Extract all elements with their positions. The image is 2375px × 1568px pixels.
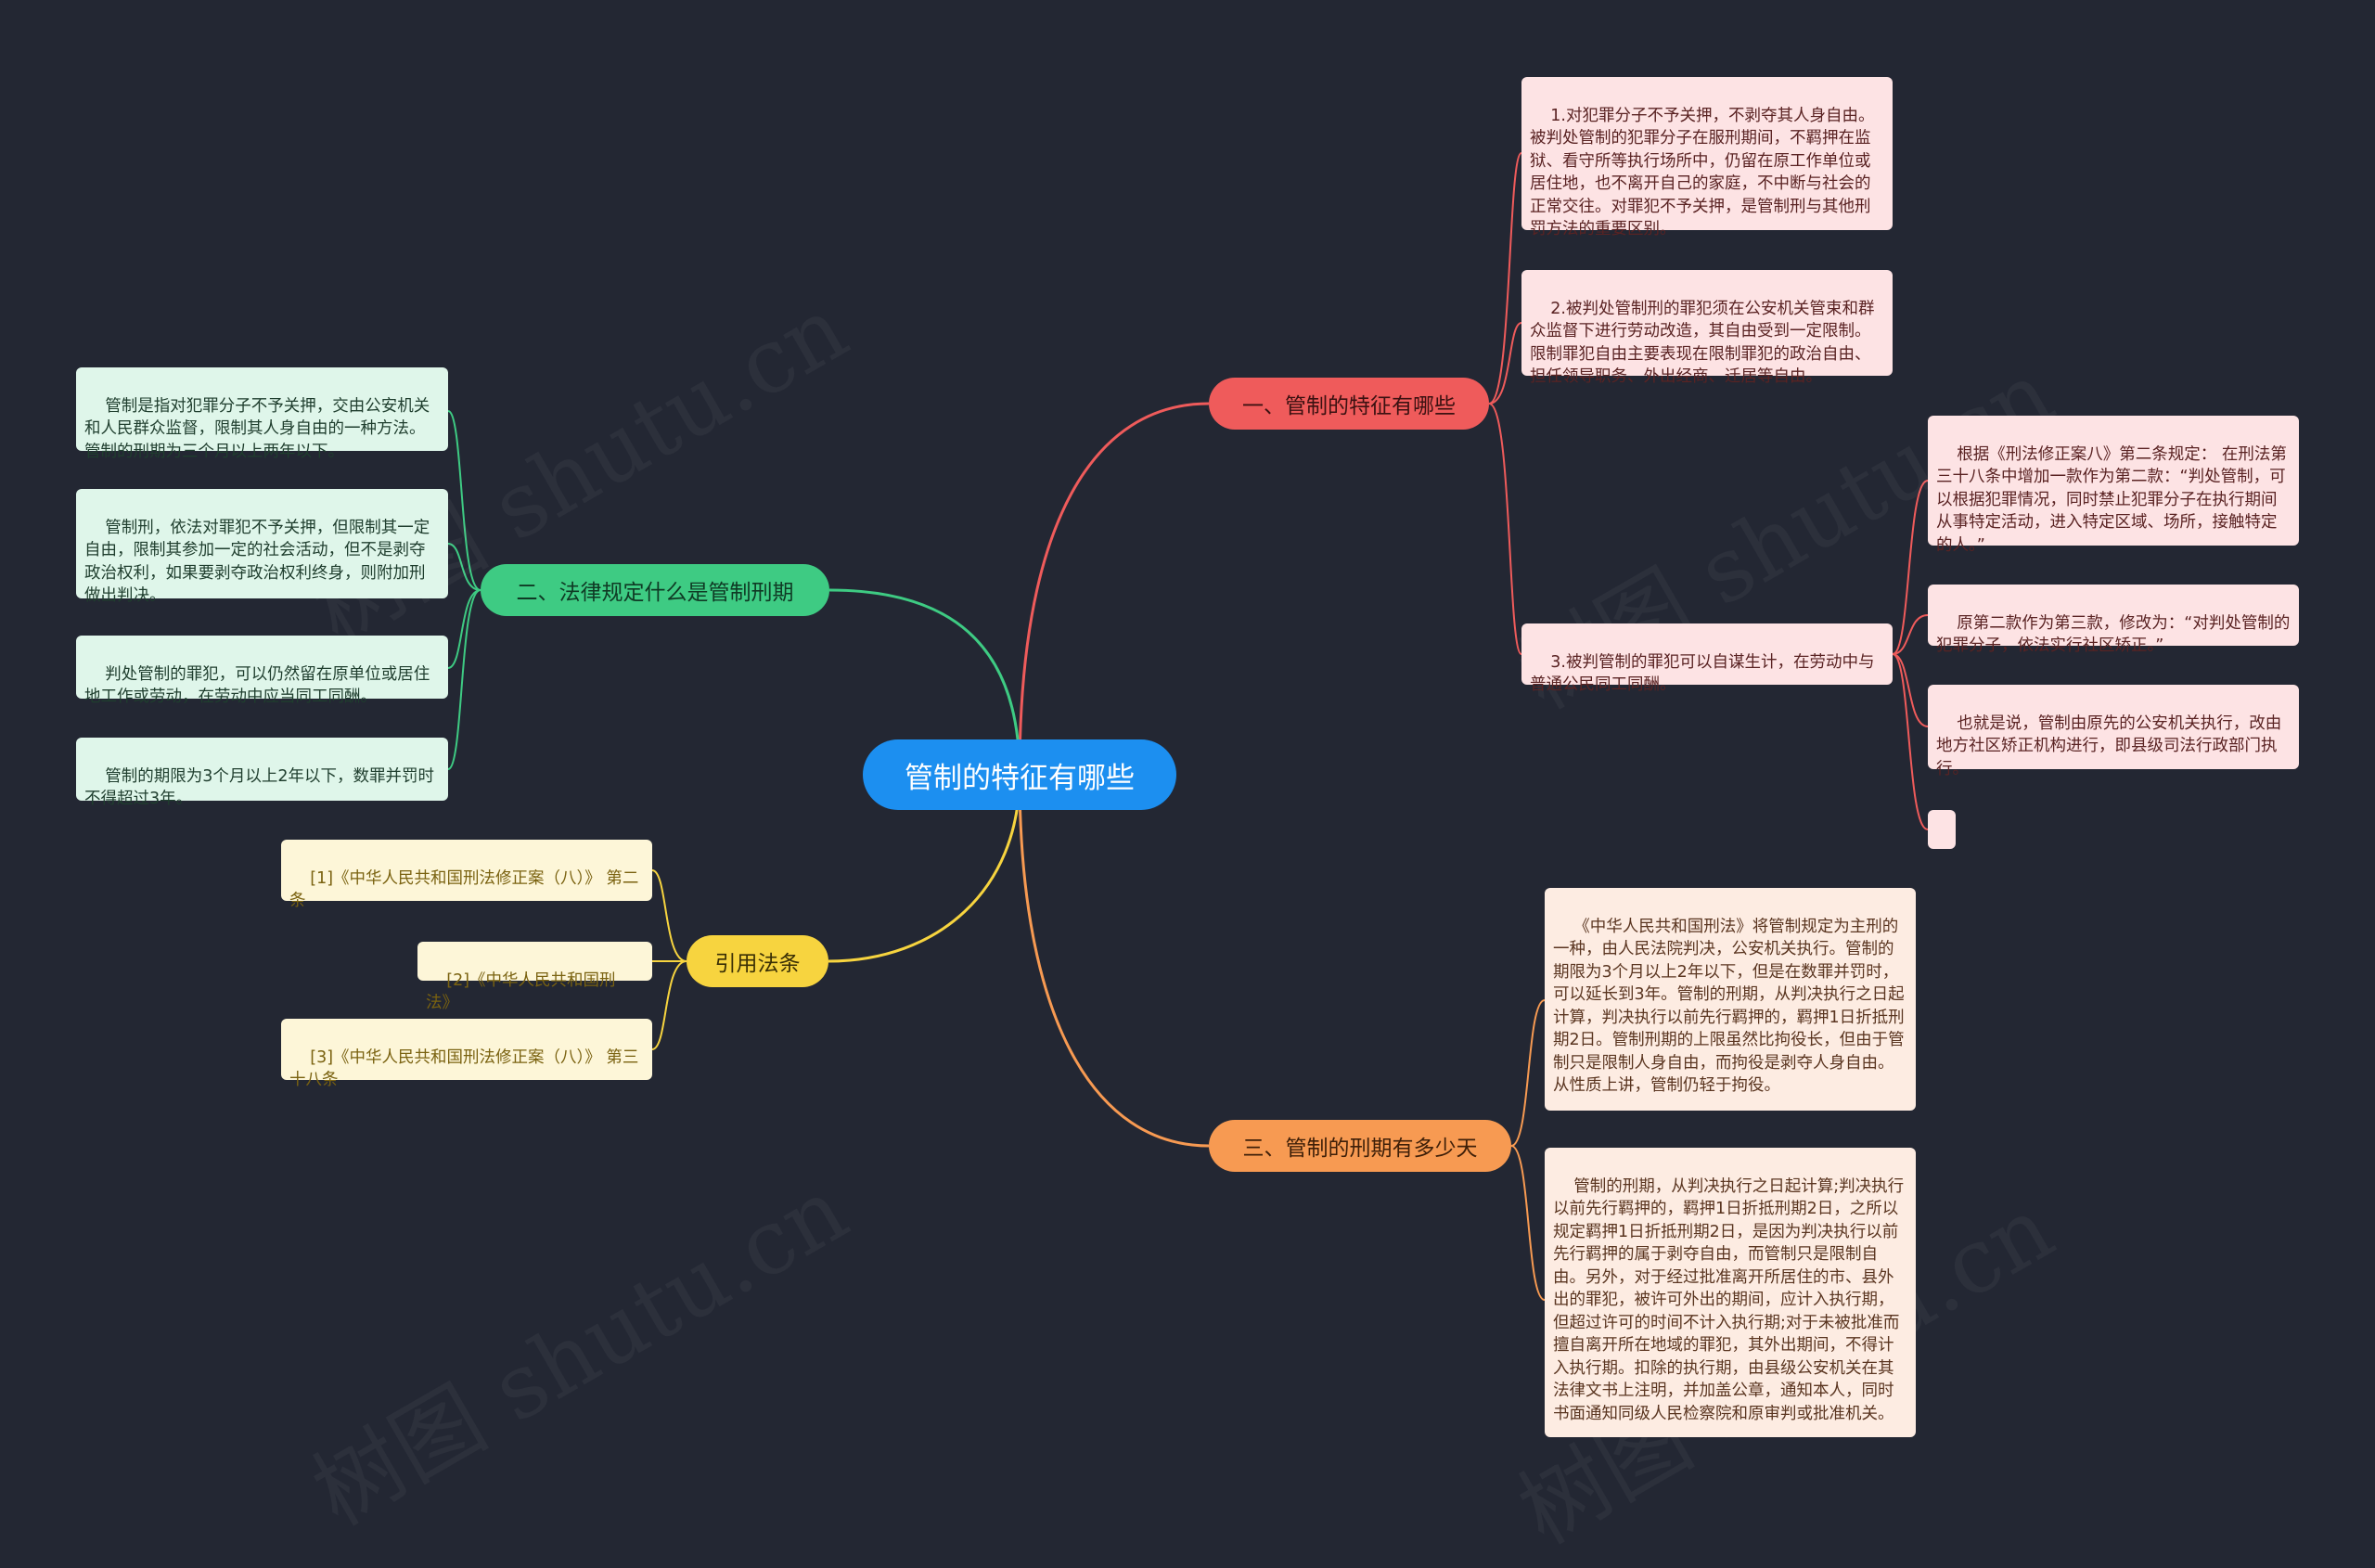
link-b4-o1 — [1510, 999, 1546, 1147]
leaf-text: [1]《中华人民共和国刑法修正案（八）》 第二条 — [289, 868, 639, 911]
leaf-community-correction[interactable]: 原第二款作为第三款，修改为：“对判处管制的犯罪分子，依法实行社区矫正。” — [1928, 585, 2299, 655]
leaf-execution-change[interactable]: 也就是说，管制由原先的公安机关执行，改由地方社区矫正机构进行，即县级司法行政部门… — [1928, 685, 2299, 778]
branch-cited-laws[interactable]: 引用法条 — [687, 935, 828, 987]
leaf-text: 管制的期限为3个月以上2年以下，数罪并罚时不得超过3年。 — [84, 766, 435, 809]
leaf-definition[interactable]: 管制是指对犯罪分子不予关押，交由公安机关和人民群众监督，限制其人身自由的一种方法… — [76, 367, 448, 461]
leaf-term-calculation[interactable]: 管制的刑期，从判决执行之日起计算;判决执行以前先行羁押的，羁押1日折抵刑期2日，… — [1545, 1148, 1916, 1437]
link-r3-r3b — [1892, 614, 1929, 655]
branch-legal-definition[interactable]: 二、法律规定什么是管制刑期 — [481, 564, 829, 616]
leaf-feature-supervised-labor[interactable]: 2.被判处管制刑的罪犯须在公安机关管束和群众监督下进行劳动改造，其自由受到一定限… — [1521, 270, 1893, 386]
branch-term-length-label: 三、管制的刑期有多少天 — [1242, 1137, 1478, 1161]
leaf-text: 《中华人民共和国刑法》将管制规定为主刑的一种，由人民法院判决，公安机关执行。管制… — [1553, 917, 1905, 1096]
leaf-text: 1.对犯罪分子不予关押，不剥夺其人身自由。被判处管制的犯罪分子在服刑期间，不羁押… — [1530, 106, 1875, 239]
root-topic-label: 管制的特征有哪些 — [905, 761, 1135, 795]
leaf-text: [2]《中华人民共和国刑法》 — [426, 970, 616, 1013]
branch-features[interactable]: 一、管制的特征有哪些 — [1209, 378, 1489, 430]
mindmap-canvas: 树图 shutu.cn 树图 shutu.cn 树图 shutu.cn 树图 s… — [76, 77, 2299, 1437]
leaf-restriction[interactable]: 管制刑，依法对罪犯不予关押，但限制其一定自由，限制其参加一定的社会活动，但不是剥… — [76, 489, 448, 605]
leaf-empty[interactable] — [1928, 810, 1956, 849]
leaf-text: 判处管制的罪犯，可以仍然留在原单位或居住地工作或劳动，在劳动中应当同工同酬。 — [84, 664, 430, 707]
leaf-term-criminal-law[interactable]: 《中华人民共和国刑法》将管制规定为主刑的一种，由人民法院判决，公安机关执行。管制… — [1545, 888, 1916, 1111]
connector-lines — [447, 152, 1929, 1301]
leaf-text: 也就是说，管制由原先的公安机关执行，改由地方社区矫正机构进行，即县级司法行政部门… — [1936, 713, 2282, 778]
root-topic[interactable]: 管制的特征有哪些 — [863, 739, 1176, 810]
link-b2-g1 — [447, 410, 481, 591]
link-root-b1 — [1018, 402, 1210, 776]
link-r3-r3d — [1892, 653, 1929, 830]
leaf-text: 3.被判管制的罪犯可以自谋生计，在劳动中与普通公民同工同酬。 — [1530, 652, 1875, 695]
link-b2-g4 — [447, 589, 481, 770]
leaf-text: 管制是指对犯罪分子不予关押，交由公安机关和人民群众监督，限制其人身自由的一种方法… — [84, 396, 430, 461]
leaf-text: 根据《刑法修正案八》第二条规定： 在刑法第三十八条中增加一款作为第二款：“判处管… — [1936, 444, 2287, 555]
link-r3-r3a — [1892, 480, 1929, 655]
link-b1-r1 — [1488, 152, 1522, 405]
leaf-stay-at-work[interactable]: 判处管制的罪犯，可以仍然留在原单位或居住地工作或劳动，在劳动中应当同工同酬。 — [76, 636, 448, 706]
link-b4-o2 — [1510, 1145, 1546, 1301]
link-b2-g2 — [447, 543, 481, 591]
leaf-text: 管制刑，依法对罪犯不予关押，但限制其一定自由，限制其参加一定的社会活动，但不是剥… — [84, 518, 430, 606]
leaf-text: 原第二款作为第三款，修改为：“对判处管制的犯罪分子，依法实行社区矫正。” — [1936, 613, 2291, 656]
link-root-b3 — [828, 774, 1021, 963]
link-b2-g3 — [447, 589, 481, 669]
leaf-citation-3[interactable]: [3]《中华人民共和国刑法修正案（八）》 第三十八条 — [281, 1019, 652, 1089]
link-b1-r2 — [1488, 322, 1522, 405]
link-b3-y1 — [651, 869, 687, 962]
link-b3-y3 — [651, 960, 687, 1050]
leaf-text: 管制的刑期，从判决执行之日起计算;判决执行以前先行羁押的，羁押1日折抵刑期2日，… — [1553, 1176, 1905, 1423]
link-r3-r3c — [1892, 653, 1929, 727]
leaf-text: 2.被判处管制刑的罪犯须在公安机关管束和群众监督下进行劳动改造，其自由受到一定限… — [1530, 299, 1875, 387]
branch-legal-definition-label: 二、法律规定什么是管制刑期 — [516, 581, 794, 605]
leaf-feature-no-detention[interactable]: 1.对犯罪分子不予关押，不剥夺其人身自由。被判处管制的犯罪分子在服刑期间，不羁押… — [1521, 77, 1893, 238]
branch-term-length[interactable]: 三、管制的刑期有多少天 — [1209, 1120, 1511, 1172]
leaf-text: [3]《中华人民共和国刑法修正案（八）》 第三十八条 — [289, 1047, 639, 1090]
link-root-b4 — [1018, 774, 1210, 1148]
link-root-b2 — [828, 588, 1021, 776]
branch-cited-laws-label: 引用法条 — [714, 952, 801, 976]
leaf-amendment-article-2[interactable]: 根据《刑法修正案八》第二条规定： 在刑法第三十八条中增加一款作为第二款：“判处管… — [1928, 416, 2299, 555]
link-b1-r3 — [1488, 403, 1522, 655]
leaf-citation-1[interactable]: [1]《中华人民共和国刑法修正案（八）》 第二条 — [281, 840, 652, 910]
leaf-citation-2[interactable]: [2]《中华人民共和国刑法》 — [417, 942, 652, 1012]
branch-features-label: 一、管制的特征有哪些 — [1242, 394, 1456, 418]
leaf-term-limit[interactable]: 管制的期限为3个月以上2年以下，数罪并罚时不得超过3年。 — [76, 738, 448, 808]
leaf-feature-equal-pay[interactable]: 3.被判管制的罪犯可以自谋生计，在劳动中与普通公民同工同酬。 — [1521, 623, 1893, 694]
